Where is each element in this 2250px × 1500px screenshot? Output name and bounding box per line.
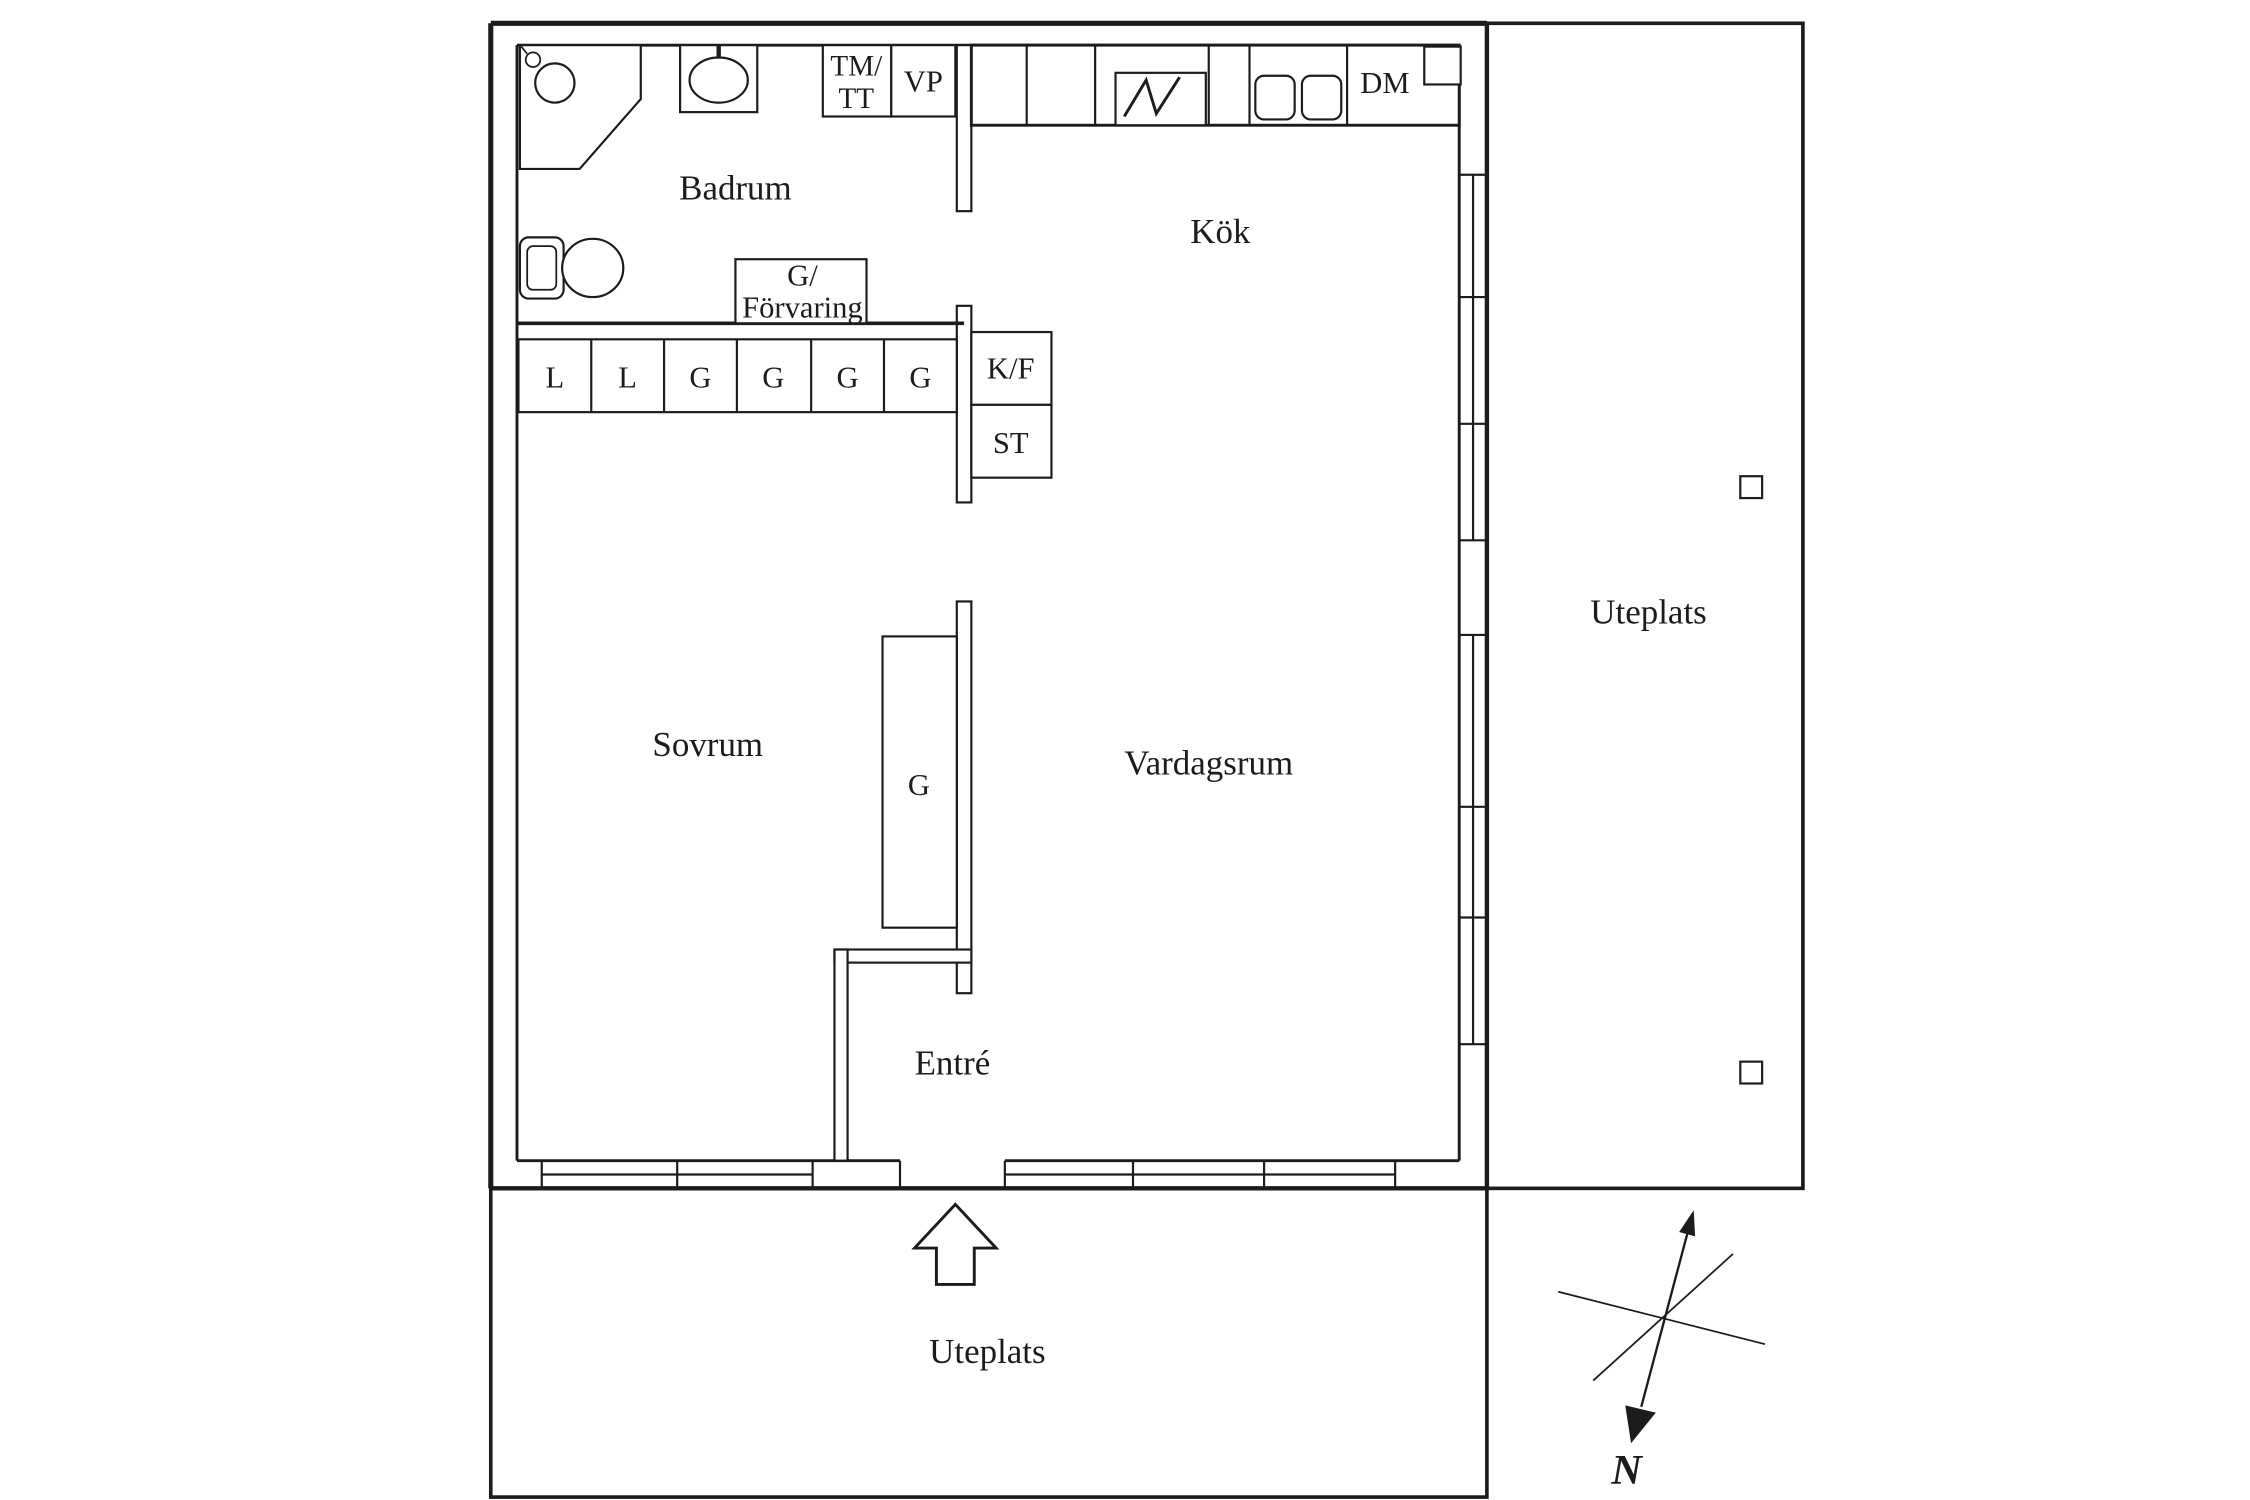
- dishwasher-label: DM: [1360, 66, 1409, 100]
- toilet-tank-inner-icon: [526, 245, 558, 291]
- storage-label-line2: Förvaring: [742, 290, 863, 324]
- wall-kf-st: [955, 304, 973, 504]
- fridge-freezer-box: [970, 330, 1053, 406]
- kitchen: DM Kök: [969, 43, 1462, 251]
- washbasin-bowl-icon: [688, 56, 749, 104]
- bedroom: Sovrum G: [652, 635, 958, 929]
- bedroom-closet-box: [881, 635, 958, 929]
- water-heater-box: [890, 44, 957, 118]
- washer-dryer-label-line2: TT: [839, 83, 875, 115]
- water-heater-label: VP: [904, 65, 943, 99]
- wardrobe-cell-5: G: [837, 360, 859, 394]
- wall-bedroom-living: [955, 600, 973, 995]
- compass-cross-line-2: [1592, 1253, 1734, 1382]
- patio-bottom-label: Uteplats: [929, 1332, 1045, 1371]
- kitchen-label: Kök: [1190, 212, 1251, 251]
- wardrobe-cell-2: L: [618, 360, 637, 394]
- shower-drain-icon: [534, 62, 576, 104]
- washer-dryer-label-line1: TM/: [830, 51, 883, 83]
- patio-right-label: Uteplats: [1590, 592, 1706, 631]
- wardrobe-row: L L G G G G: [517, 338, 958, 414]
- compass-arrowhead-small-icon: [1679, 1210, 1696, 1237]
- wardrobe-cell-6: G: [909, 360, 931, 394]
- wardrobe-cell-1: L: [546, 360, 565, 394]
- kf-st-units: K/F ST: [970, 330, 1053, 479]
- wall-bath-kitchen: [955, 44, 973, 213]
- cleaning-closet-box: [970, 403, 1053, 479]
- entrance-arrow-icon: [911, 1202, 1000, 1286]
- toilet-bowl-icon: [561, 237, 625, 299]
- exterior-walls: [488, 20, 1490, 1191]
- interior-walls: [516, 44, 973, 1162]
- patio-post-bottom: [1739, 1060, 1764, 1085]
- patio-post-top: [1739, 475, 1764, 500]
- wall-entry-left: [833, 948, 849, 1162]
- entry-label: Entré: [915, 1044, 991, 1083]
- wardrobe-cell-4: G: [762, 360, 784, 394]
- bedroom-closet-label: G: [908, 768, 930, 802]
- kitchen-sink-left-icon: [1254, 74, 1296, 121]
- wall-entry-top: [833, 948, 973, 964]
- shower-head-icon: [524, 51, 542, 68]
- bathroom: TM/ TT VP Badrum G/ Förvaring: [518, 44, 957, 325]
- compass-needle-line: [1640, 1225, 1691, 1408]
- corner-cabinet-box: [1423, 45, 1462, 86]
- wardrobe-cell-3: G: [689, 360, 711, 394]
- bathroom-label: Badrum: [679, 169, 792, 208]
- kitchen-sink-right-icon: [1300, 74, 1343, 121]
- storage-label-line1: G/: [787, 258, 818, 292]
- north-label: N: [1610, 1447, 1643, 1494]
- compass: N: [1558, 1210, 1766, 1494]
- stove-box: [1114, 71, 1207, 127]
- bedroom-label: Sovrum: [652, 725, 763, 764]
- living-room-label: Vardagsrum: [1124, 744, 1293, 783]
- shower-arm-icon: [520, 46, 528, 55]
- stove-icon: [1123, 76, 1181, 118]
- windows-right: [1459, 173, 1487, 1046]
- windows-bottom: [540, 1160, 1397, 1189]
- fridge-freezer-label: K/F: [987, 352, 1035, 386]
- compass-arrowhead-large-icon: [1625, 1405, 1656, 1444]
- storage-closet-box: [734, 258, 868, 325]
- cleaning-closet-label: ST: [993, 426, 1029, 460]
- kitchen-counter: [969, 43, 1461, 127]
